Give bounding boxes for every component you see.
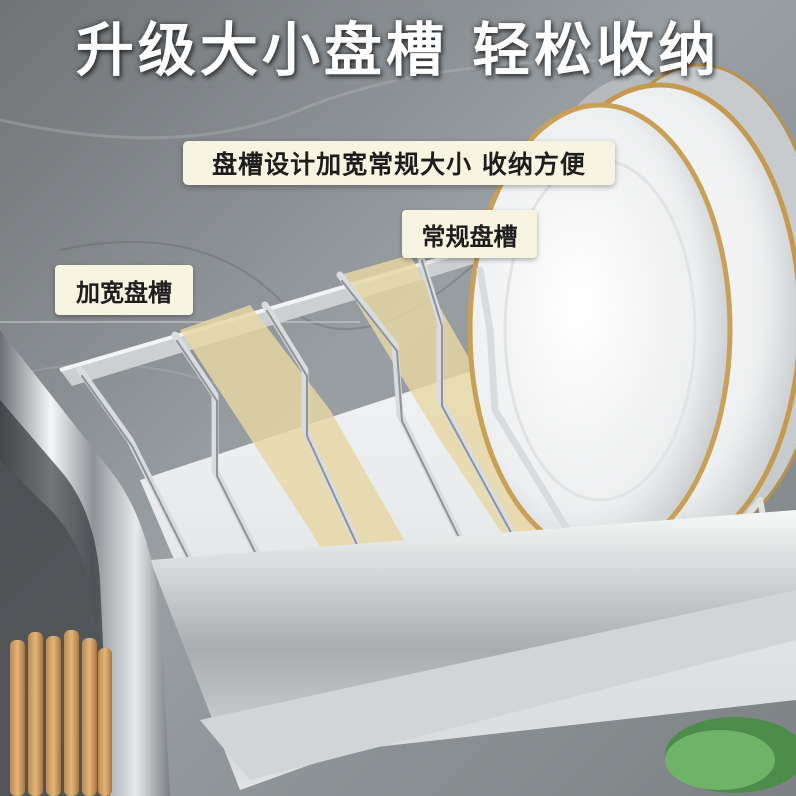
wide-slot-label: 加宽盘槽 — [55, 265, 193, 315]
headline: 升级大小盘槽 轻松收纳 — [75, 16, 721, 84]
regular-slot-label: 常规盘槽 — [402, 210, 537, 258]
subtitle-text: 盘槽设计加宽常规大小 收纳方便 — [212, 150, 586, 179]
subtitle-banner: 盘槽设计加宽常规大小 收纳方便 — [183, 141, 615, 185]
